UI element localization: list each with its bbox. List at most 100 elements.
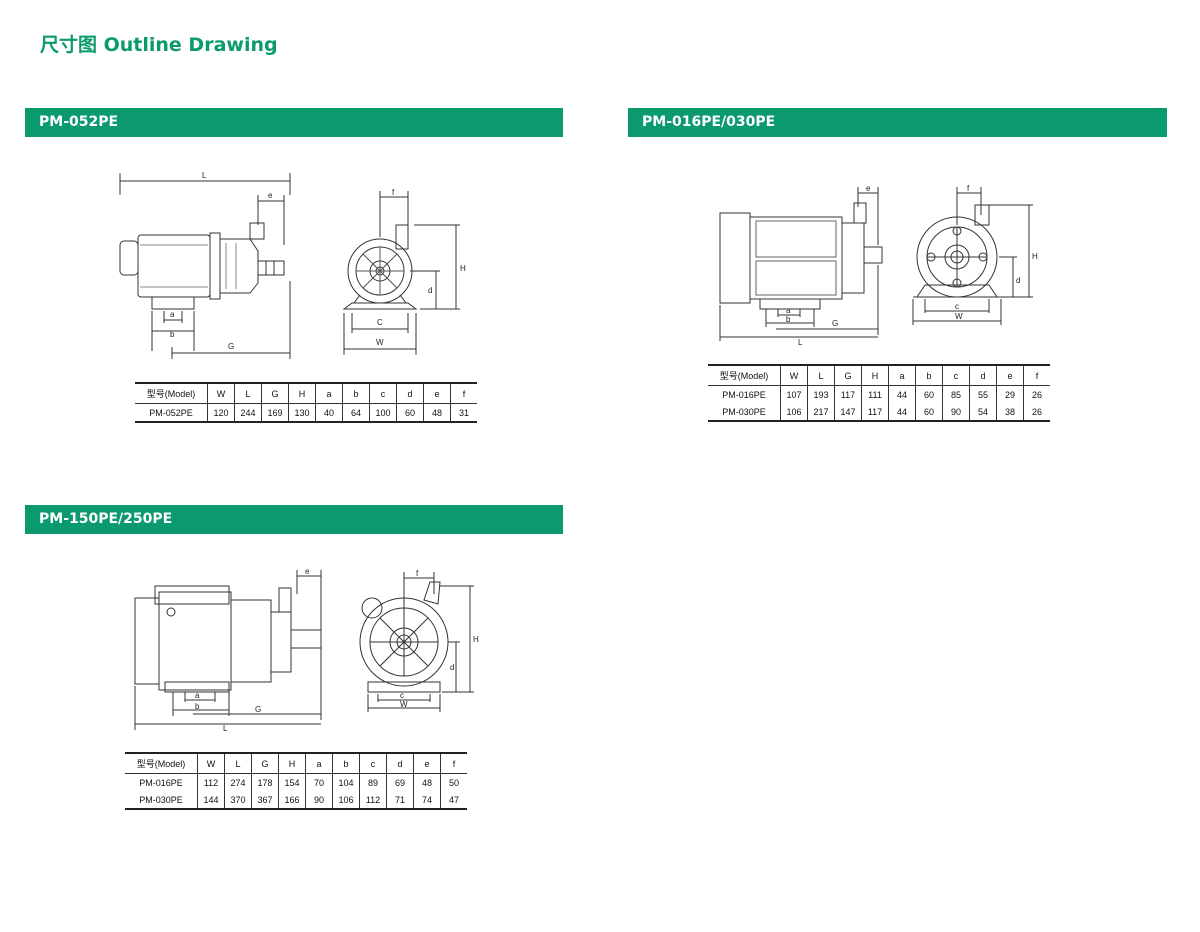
table-cell: 106 [780, 403, 808, 422]
table-cell: 106 [332, 791, 360, 810]
dim-label-c: c [955, 302, 959, 311]
col-header-c: c [359, 752, 387, 774]
dim-label-f: f [416, 569, 419, 578]
dim-label-a: a [170, 310, 175, 319]
table-cell: PM-016PE [139, 777, 183, 788]
col-header-l: L [234, 382, 262, 404]
side-view-drawing-pm150pe-250pe: e a b G L [134, 567, 322, 733]
col-header-d: d [969, 364, 997, 386]
front-view-drawing-pm016pe-030pe: f H d c W [912, 184, 1038, 325]
dim-label-W: W [400, 700, 408, 709]
side-view-drawing-pm052pe: L e a b G [119, 171, 291, 359]
dim-label-e: e [305, 567, 310, 576]
dim-label-H: H [473, 635, 479, 644]
dim-label-L: L [202, 171, 207, 180]
table-cell: 193 [807, 385, 835, 403]
dim-label-d: d [450, 663, 454, 672]
table-cell: 50 [440, 773, 467, 791]
col-header-w: W [197, 752, 225, 774]
table-cell: PM-030PE [708, 403, 781, 422]
table-cell: 70 [305, 773, 333, 791]
section-header-pm150pe-250pe: PM-150PE/250PE [25, 505, 563, 534]
dim-label-G: G [255, 705, 261, 714]
section-header-pm052pe: PM-052PE [25, 108, 563, 137]
spec-table-pm150pe-250pe: 型号(Model) W L G H a b c d e f PM-016PE 1… [125, 752, 467, 810]
col-header-c: c [369, 382, 397, 404]
table-cell: 44 [888, 403, 916, 422]
col-header-f: f [440, 752, 467, 774]
spec-table-pm016pe-030pe: 型号(Model) W L G H a b c d e f PM-016PE 1… [708, 364, 1050, 422]
table-cell: 40 [315, 403, 343, 423]
dim-label-H: H [460, 264, 466, 273]
table-cell: 29 [996, 385, 1024, 403]
page-title: 尺寸图 Outline Drawing [40, 34, 278, 56]
table-row: PM-016PE 112 274 178 154 70 104 89 69 48… [125, 773, 467, 791]
col-header-b: b [342, 382, 370, 404]
dim-label-e: e [866, 184, 871, 193]
table-cell: 166 [278, 791, 306, 810]
col-header-model: 型号(Model) [135, 382, 208, 404]
col-header-g: G [251, 752, 279, 774]
table-cell: 169 [261, 403, 289, 423]
front-view-drawing-pm150pe-250pe: f H d c W [359, 569, 479, 712]
table-cell: 74 [413, 791, 441, 810]
table-row: PM-016PE 107 193 117 111 44 60 85 55 29 … [708, 385, 1050, 403]
table-cell: 367 [251, 791, 279, 810]
table-cell: 178 [251, 773, 279, 791]
table-cell: 274 [224, 773, 252, 791]
dim-label-d: d [428, 286, 432, 295]
dim-label-c: c [400, 691, 404, 700]
table-cell: 144 [197, 791, 225, 810]
col-header-f: f [450, 382, 477, 404]
table-cell: 55 [969, 385, 997, 403]
table-cell: 147 [834, 403, 862, 422]
table-cell: 244 [234, 403, 262, 423]
col-header-e: e [423, 382, 451, 404]
dim-label-L: L [798, 338, 803, 347]
table-cell: 60 [396, 403, 424, 423]
table-cell: 120 [207, 403, 235, 423]
dim-label-H: H [1032, 252, 1038, 261]
front-view-drawing-pm052pe: f H d C W [342, 188, 466, 355]
dim-label-a: a [786, 306, 791, 315]
col-header-h: H [278, 752, 306, 774]
col-header-b: b [915, 364, 943, 386]
col-header-e: e [996, 364, 1024, 386]
dim-label-b: b [195, 702, 200, 711]
table-cell: PM-052PE [135, 403, 208, 423]
dim-label-b: b [170, 330, 175, 339]
table-cell: 217 [807, 403, 835, 422]
table-cell: 44 [888, 385, 916, 403]
table-cell: 26 [1023, 385, 1050, 403]
dim-label-f: f [967, 184, 970, 193]
section-header-pm016pe-030pe: PM-016PE/030PE [628, 108, 1167, 137]
table-cell: 85 [942, 385, 970, 403]
table-cell: 38 [996, 403, 1024, 422]
col-header-h: H [288, 382, 316, 404]
table-cell: 112 [359, 791, 387, 810]
dim-label-W: W [955, 312, 963, 321]
table-cell: 117 [834, 385, 862, 403]
table-row: PM-052PE 120 244 169 130 40 64 100 60 48… [135, 403, 477, 423]
col-header-w: W [207, 382, 235, 404]
col-header-model: 型号(Model) [708, 364, 781, 386]
table-cell: 107 [780, 385, 808, 403]
col-header-l: L [224, 752, 252, 774]
col-header-b: b [332, 752, 360, 774]
col-header-g: G [261, 382, 289, 404]
col-header-d: d [386, 752, 414, 774]
spec-table-pm052pe: 型号(Model) W L G H a b c d e f PM-052PE 1… [135, 382, 477, 423]
dim-label-C: C [377, 318, 383, 327]
table-cell: 111 [861, 385, 889, 403]
table-cell: 48 [413, 773, 441, 791]
col-header-e: e [413, 752, 441, 774]
dim-label-d: d [1016, 276, 1020, 285]
table-cell: 69 [386, 773, 414, 791]
table-cell: 112 [197, 773, 225, 791]
col-header-a: a [888, 364, 916, 386]
col-header-a: a [305, 752, 333, 774]
col-header-h: H [861, 364, 889, 386]
table-cell: PM-016PE [722, 389, 766, 400]
table-cell: PM-030PE [125, 791, 198, 810]
table-cell: 90 [942, 403, 970, 422]
